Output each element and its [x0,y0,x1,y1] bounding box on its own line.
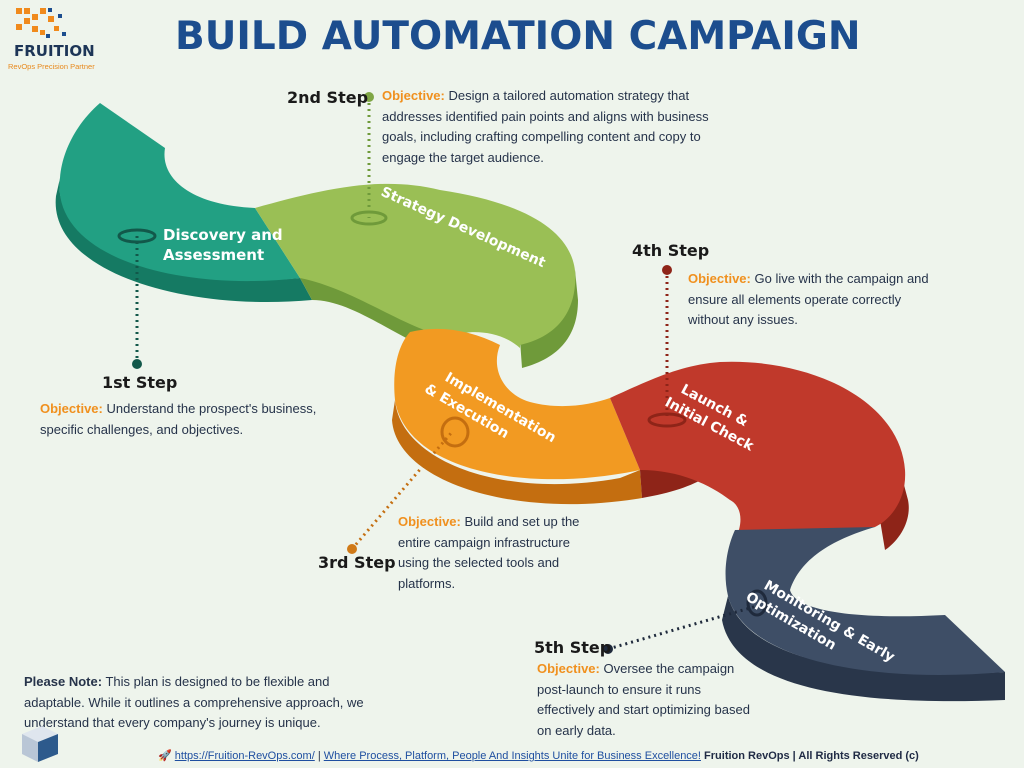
objective-text: Oversee the campaign post-launch to ensu… [537,661,750,738]
objective-text: Design a tailored automation strategy th… [382,88,709,165]
footer-slogan-link[interactable]: Where Process, Platform, People And Insi… [323,750,701,762]
objective-label: Objective: [398,514,461,529]
objective-text: Go live with the campaign and ensure all… [688,271,929,327]
objective-text: Understand the prospect's business, spec… [40,401,317,437]
step-4-objective: Objective: Go live with the campaign and… [688,269,933,331]
objective-label: Objective: [382,88,445,103]
cube-icon [22,726,58,762]
step-5-objective: Objective: Oversee the campaign post-lau… [537,659,762,741]
note-text: This plan is designed to be flexible and… [24,674,364,730]
step-3-objective: Objective: Build and set up the entire c… [398,512,603,594]
footer-separator: | [317,750,321,762]
step-1-objective: Objective: Understand the prospect's bus… [40,399,340,440]
step-4-label: 4th Step [632,241,710,260]
segment-monitoring [725,527,1005,675]
rocket-icon: 🚀 [158,750,172,762]
segment-label-line: Discovery and [163,226,283,244]
step-dots [132,92,672,654]
footer: 🚀 https://Fruition-RevOps.com/ | Where P… [158,749,919,762]
logo-tagline: RevOps Precision Partner [8,62,95,71]
fruition-logo [16,8,66,38]
please-note: Please Note: This plan is designed to be… [24,672,374,734]
road-markers [117,210,768,617]
note-label: Please Note: [24,674,103,689]
objective-label: Objective: [537,661,600,676]
step-connectors [135,97,758,651]
segment-launch [610,361,906,540]
logo-name: FRUITION [14,42,95,60]
objective-text: Build and set up the entire campaign inf… [398,514,580,591]
footer-url-link[interactable]: https://Fruition-RevOps.com/ [174,750,315,762]
step-2-label: 2nd Step [287,88,369,107]
footer-brand: Fruition RevOps | All Rights Reserved (c… [704,750,919,762]
objective-label: Objective: [688,271,751,286]
segment-implementation [394,328,640,480]
step-5-label: 5th Step [534,638,612,657]
page-title: BUILD AUTOMATION CAMPAIGN [175,14,861,59]
segment-label-discovery: Discovery and Assessment [163,226,288,264]
objective-label: Objective: [40,401,103,416]
step-3-label: 3rd Step [318,553,396,572]
step-2-objective: Objective: Design a tailored automation … [382,86,722,168]
segment-label-line: Assessment [163,246,264,264]
segment-strategy [255,183,576,348]
step-1-label: 1st Step [102,373,178,392]
